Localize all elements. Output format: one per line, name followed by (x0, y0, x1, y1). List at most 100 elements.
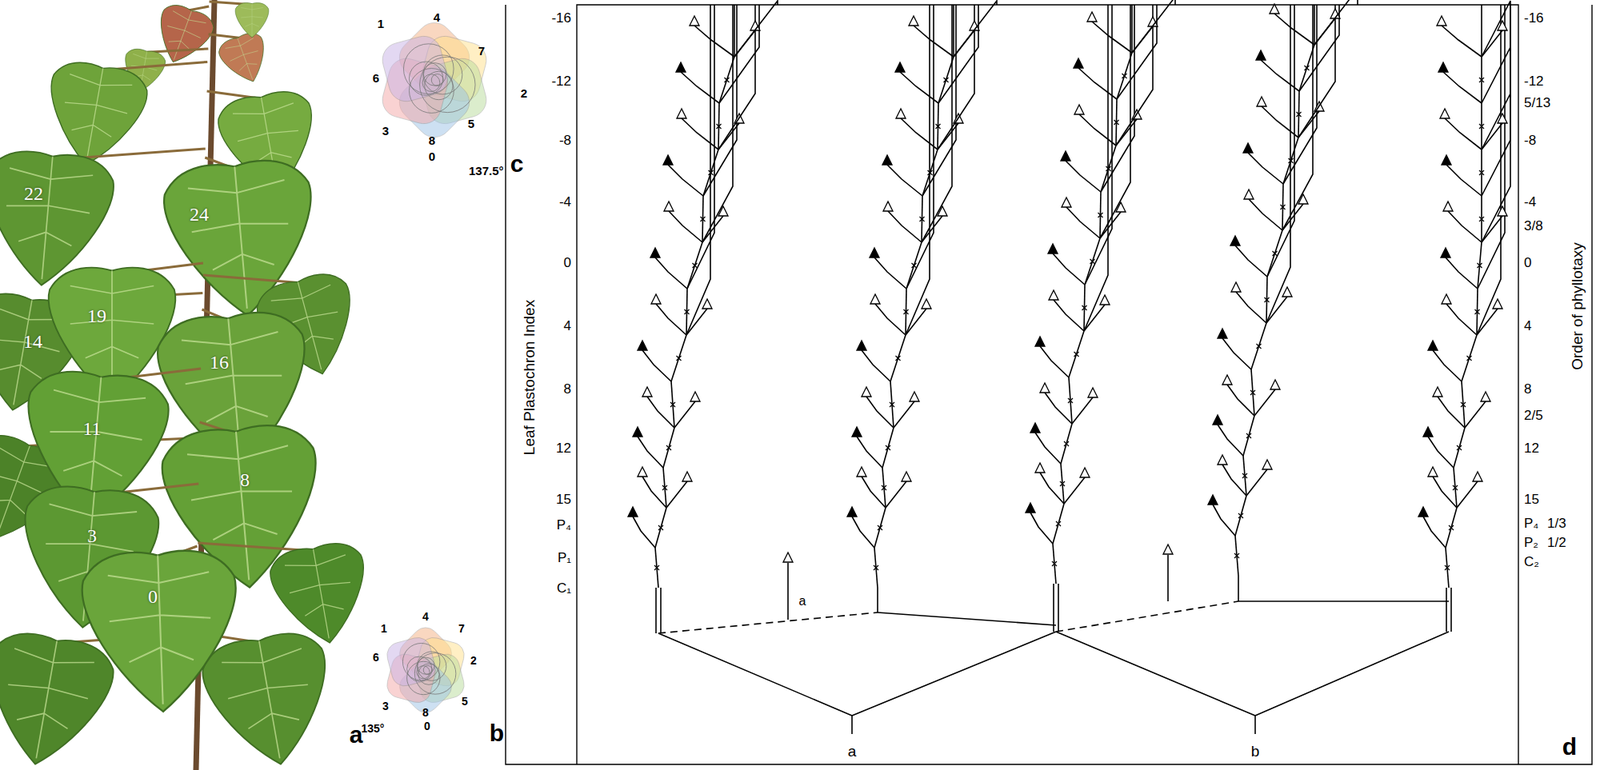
bud-triangle (1061, 197, 1072, 208)
bud-triangle (1217, 328, 1228, 339)
branch-line (642, 476, 667, 508)
x-mark (1234, 553, 1240, 559)
leaf-index: 0 (424, 720, 431, 733)
bud-triangle (909, 392, 920, 402)
x-mark (670, 402, 676, 408)
branch-line (1461, 335, 1477, 382)
bud-triangle (856, 467, 867, 477)
x-mark (700, 216, 706, 222)
x-mark (1448, 525, 1454, 531)
bud-triangle (1163, 544, 1173, 555)
axis-tick: -12 (1524, 74, 1544, 90)
bud-triangle (1208, 495, 1218, 505)
leaf-vein (219, 634, 320, 766)
branch-line (1299, 44, 1315, 92)
axis-tick: -4 (1524, 195, 1536, 211)
branch-line (1235, 536, 1239, 576)
branch-line (702, 4, 733, 243)
axis-tick: -8 (559, 133, 572, 149)
x-mark (1122, 73, 1128, 79)
branch-line (1274, 13, 1315, 45)
x-mark (1479, 77, 1484, 83)
branch-line (663, 468, 667, 508)
bud-triangle (1440, 108, 1450, 119)
x-mark (1106, 166, 1112, 172)
branch-line (1461, 381, 1465, 428)
branch-line (1432, 476, 1457, 508)
branch-line (703, 149, 719, 196)
bud-triangle (642, 387, 652, 397)
axis-tick: 8 (564, 382, 572, 398)
bud-triangle (1243, 143, 1253, 153)
x-mark (1460, 402, 1466, 408)
axis-tick: -16 (1524, 11, 1544, 27)
leaf-index: 8 (428, 134, 436, 148)
bud-triangle (1282, 287, 1292, 297)
x-mark (1064, 441, 1069, 447)
leaf-vein (240, 4, 264, 37)
bud-triangle (1087, 12, 1097, 22)
bud-triangle (1074, 104, 1084, 115)
branch-line (905, 308, 927, 336)
spiral-circle (431, 74, 444, 87)
bud-triangle (1212, 415, 1223, 425)
leaf-index: 0 (428, 150, 436, 164)
x-mark (912, 263, 917, 268)
branch-line (1464, 401, 1486, 428)
axis-tick: -12 (551, 74, 572, 90)
branch-line (694, 25, 735, 57)
spiral-circle (423, 55, 463, 95)
x-mark (877, 525, 883, 531)
x-mark (1250, 390, 1256, 396)
x-mark (1444, 565, 1450, 571)
branch-line (1481, 4, 1511, 243)
axis-title: Order of phyllotaxy (1569, 242, 1587, 370)
stem-line (876, 588, 879, 613)
branch-line (1445, 508, 1457, 548)
leaf-number: 19 (87, 305, 107, 327)
branch-line (1481, 123, 1503, 150)
x-mark (944, 77, 949, 83)
bud-triangle (869, 248, 880, 258)
x-mark (724, 77, 730, 83)
bud-triangle (783, 552, 793, 563)
stem-line (1237, 576, 1240, 602)
branch-line (1078, 68, 1117, 100)
phyllotaxy-order: 1/3 (1547, 516, 1567, 532)
x-mark (1090, 259, 1096, 264)
x-mark (936, 124, 941, 129)
shoot-label: a (848, 744, 857, 761)
axis-tick: 12 (556, 441, 572, 457)
branch-line (1040, 346, 1069, 378)
branch-line (1235, 245, 1268, 277)
branch-line (900, 118, 938, 150)
branch-line (1481, 30, 1503, 57)
branch-line (1068, 331, 1084, 378)
leaf-number: 0 (148, 586, 158, 608)
bud-triangle (1440, 248, 1451, 258)
leaf-index: 6 (372, 652, 380, 664)
branch-line (733, 4, 736, 57)
branch-line (1243, 416, 1255, 456)
leaf-index: 3 (382, 700, 389, 713)
stem-line (1056, 632, 1256, 716)
leaf-index: 8 (422, 707, 429, 720)
leaf-number: 22 (24, 183, 44, 204)
branch-line (1084, 304, 1105, 332)
x-mark (1238, 513, 1244, 519)
branch-line (655, 508, 667, 548)
branch-line (1443, 72, 1482, 104)
x-mark (654, 565, 660, 571)
divergence-angle: 135° (361, 723, 385, 736)
x-mark (666, 445, 672, 451)
x-mark (904, 309, 909, 315)
leaf-blade (198, 628, 342, 770)
branch-line (922, 149, 938, 196)
leaf-index: 4 (433, 11, 440, 25)
bud-triangle (1269, 4, 1280, 14)
branch-line (1477, 4, 1505, 289)
leaf-index: 5 (468, 117, 475, 132)
branch-line (1480, 4, 1483, 57)
leaf-index: 2 (520, 87, 528, 101)
